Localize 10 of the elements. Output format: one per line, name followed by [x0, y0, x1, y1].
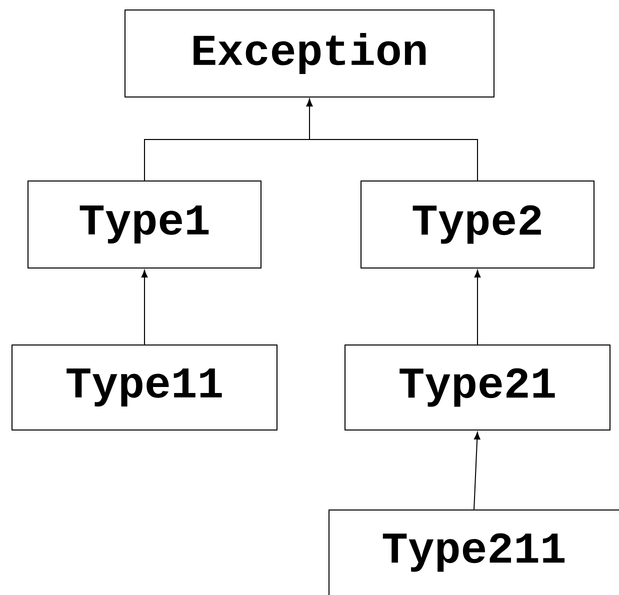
- arrow: [306, 99, 478, 181]
- arrow: [474, 432, 480, 510]
- class-box: Type2: [360, 180, 594, 268]
- arrow: [474, 270, 481, 345]
- class-box: Type11: [12, 344, 278, 430]
- class-box: Type21: [344, 344, 610, 430]
- arrow: [141, 270, 148, 345]
- class-box: Exception: [124, 10, 494, 98]
- class-box: Type211: [328, 510, 619, 595]
- class-box: Type1: [28, 180, 262, 268]
